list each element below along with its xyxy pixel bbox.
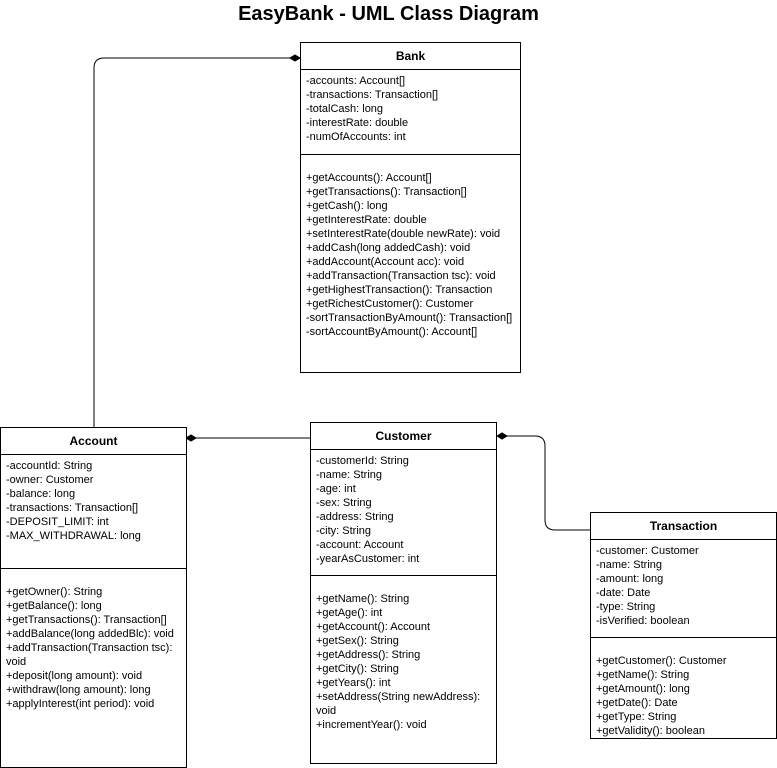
diagram-title: EasyBank - UML Class Diagram — [238, 3, 539, 25]
class-method: +addCash(long addedCash): void — [306, 242, 471, 254]
class-method: +deposit(long amount): void — [6, 670, 143, 682]
class-attribute: -DEPOSIT_LIMIT: int — [6, 516, 109, 528]
class-method: +addAccount(Account acc): void — [306, 256, 465, 268]
class-method: +getYears(): int — [316, 677, 391, 689]
bank-class[interactable]: Bank -accounts: Account[] -transactions: … — [300, 42, 521, 373]
class-method: +getName(): String — [596, 669, 690, 681]
class-attribute: -balance: long — [6, 488, 76, 500]
class-method: +getTransactions(): Transaction[] — [6, 614, 167, 626]
class-method: +getHighestTransaction(): Transaction — [306, 284, 493, 296]
class-method: +getCash(): long — [306, 200, 388, 212]
class-method: +addTransaction(Transaction tsc): void — [6, 642, 173, 668]
class-attribute: -owner: Customer — [6, 474, 94, 486]
transaction-class[interactable]: Transaction -customer: Customer -name: St… — [590, 512, 777, 739]
class-method: +getAge(): int — [316, 607, 383, 619]
class-method: +getAccounts(): Account[] — [306, 172, 432, 184]
class-attribute: -MAX_WITHDRAWAL: long — [6, 530, 141, 542]
account-bank-connector[interactable] — [93, 57, 290, 427]
class-method: +incrementYear(): void — [316, 719, 427, 731]
customer-class-name: Customer — [311, 423, 496, 450]
class-attribute: -type: String — [596, 601, 656, 613]
class-attribute: -date: Date — [596, 587, 651, 599]
class-method: +setInterestRate(double newRate): void — [306, 228, 501, 240]
class-attribute: -isVerified: boolean — [596, 615, 690, 627]
class-method: +getSex(): String — [316, 635, 399, 647]
account-class[interactable]: Account -accountId: String -owner: Custom… — [0, 427, 187, 768]
class-method: +getTransactions(): Transaction[] — [306, 186, 467, 198]
class-attribute: -city: String — [316, 525, 372, 537]
account-methods: +getOwner(): String +getBalance(): long +g… — [1, 568, 186, 711]
transaction-class-name: Transaction — [591, 513, 776, 540]
customer-methods: +getName(): String +getAge(): int +getAcco… — [311, 575, 496, 732]
transaction-methods: +getCustomer(): Customer +getName(): Stri… — [591, 637, 776, 738]
account-attributes: -accountId: String -owner: Customer -balan… — [1, 455, 186, 568]
class-attribute: -address: String — [316, 511, 394, 523]
class-attribute: -yearAsCustomer: int — [316, 553, 420, 565]
transaction-customer-connector[interactable] — [507, 435, 590, 531]
class-attribute: -name: String — [596, 559, 663, 571]
bank-methods: +getAccounts(): Account[] +getTransaction… — [301, 154, 520, 339]
class-attribute: -account: Account — [316, 539, 404, 551]
class-method: +getOwner(): String — [6, 586, 103, 598]
customer-attributes: -customerId: String -name: String -age: in… — [311, 450, 496, 575]
account-class-name: Account — [1, 428, 186, 455]
class-attribute: -customer: Customer — [596, 545, 699, 557]
class-attribute: -interestRate: double — [306, 117, 409, 129]
class-method: +getDate(): Date — [596, 697, 678, 709]
class-attribute: -accountId: String — [6, 460, 93, 472]
class-method: +getAmount(): long — [596, 683, 690, 695]
class-method: +getAccount(): Account — [316, 621, 431, 633]
class-attribute: -transactions: Transaction[] — [306, 89, 439, 101]
class-method: +getRichestCustomer(): Customer — [306, 298, 474, 310]
class-attribute: -name: String — [316, 469, 383, 481]
class-method: +getCustomer(): Customer — [596, 655, 727, 667]
bank-aggregation-diamond — [289, 54, 301, 62]
class-method: +getAddress(): String — [316, 649, 421, 661]
class-attribute: -numOfAccounts: int — [306, 131, 406, 143]
class-method: +getName(): String — [316, 593, 410, 605]
class-attribute: -customerId: String — [316, 455, 409, 467]
bank-class-name: Bank — [301, 43, 520, 70]
customer-aggregation-diamond — [496, 432, 508, 440]
account-aggregation-diamond — [185, 434, 197, 442]
class-attribute: -transactions: Transaction[] — [6, 502, 139, 514]
class-method: +withdraw(long amount): long — [6, 684, 151, 696]
class-attribute: -age: int — [316, 483, 356, 495]
class-method: +addTransaction(Transaction tsc): void — [306, 270, 496, 282]
class-attribute: -totalCash: long — [306, 103, 384, 115]
class-method: +setAddress(String newAddress): void — [316, 691, 481, 717]
class-attribute: -accounts: Account[] — [306, 75, 406, 87]
class-attribute: -amount: long — [596, 573, 664, 585]
class-method: +getBalance(): long — [6, 600, 102, 612]
class-method: +getInterestRate: double — [306, 214, 427, 226]
class-method: +addBalance(long addedBlc): void — [6, 628, 174, 640]
class-method: +getCity(): String — [316, 663, 399, 675]
class-method: +getType: String — [596, 711, 677, 723]
bank-attributes: -accounts: Account[] -transactions: Trans… — [301, 70, 520, 154]
class-method: -sortAccountByAmount(): Account[] — [306, 326, 478, 338]
class-method: +getValidity(): boolean — [596, 725, 705, 737]
class-attribute: -sex: String — [316, 497, 372, 509]
transaction-attributes: -customer: Customer -name: String -amount:… — [591, 540, 776, 637]
class-method: -sortTransactionByAmount(): Transaction[… — [306, 312, 513, 324]
customer-class[interactable]: Customer -customerId: String -name: Strin… — [310, 422, 497, 764]
class-method: +applyInterest(int period): void — [6, 698, 155, 710]
